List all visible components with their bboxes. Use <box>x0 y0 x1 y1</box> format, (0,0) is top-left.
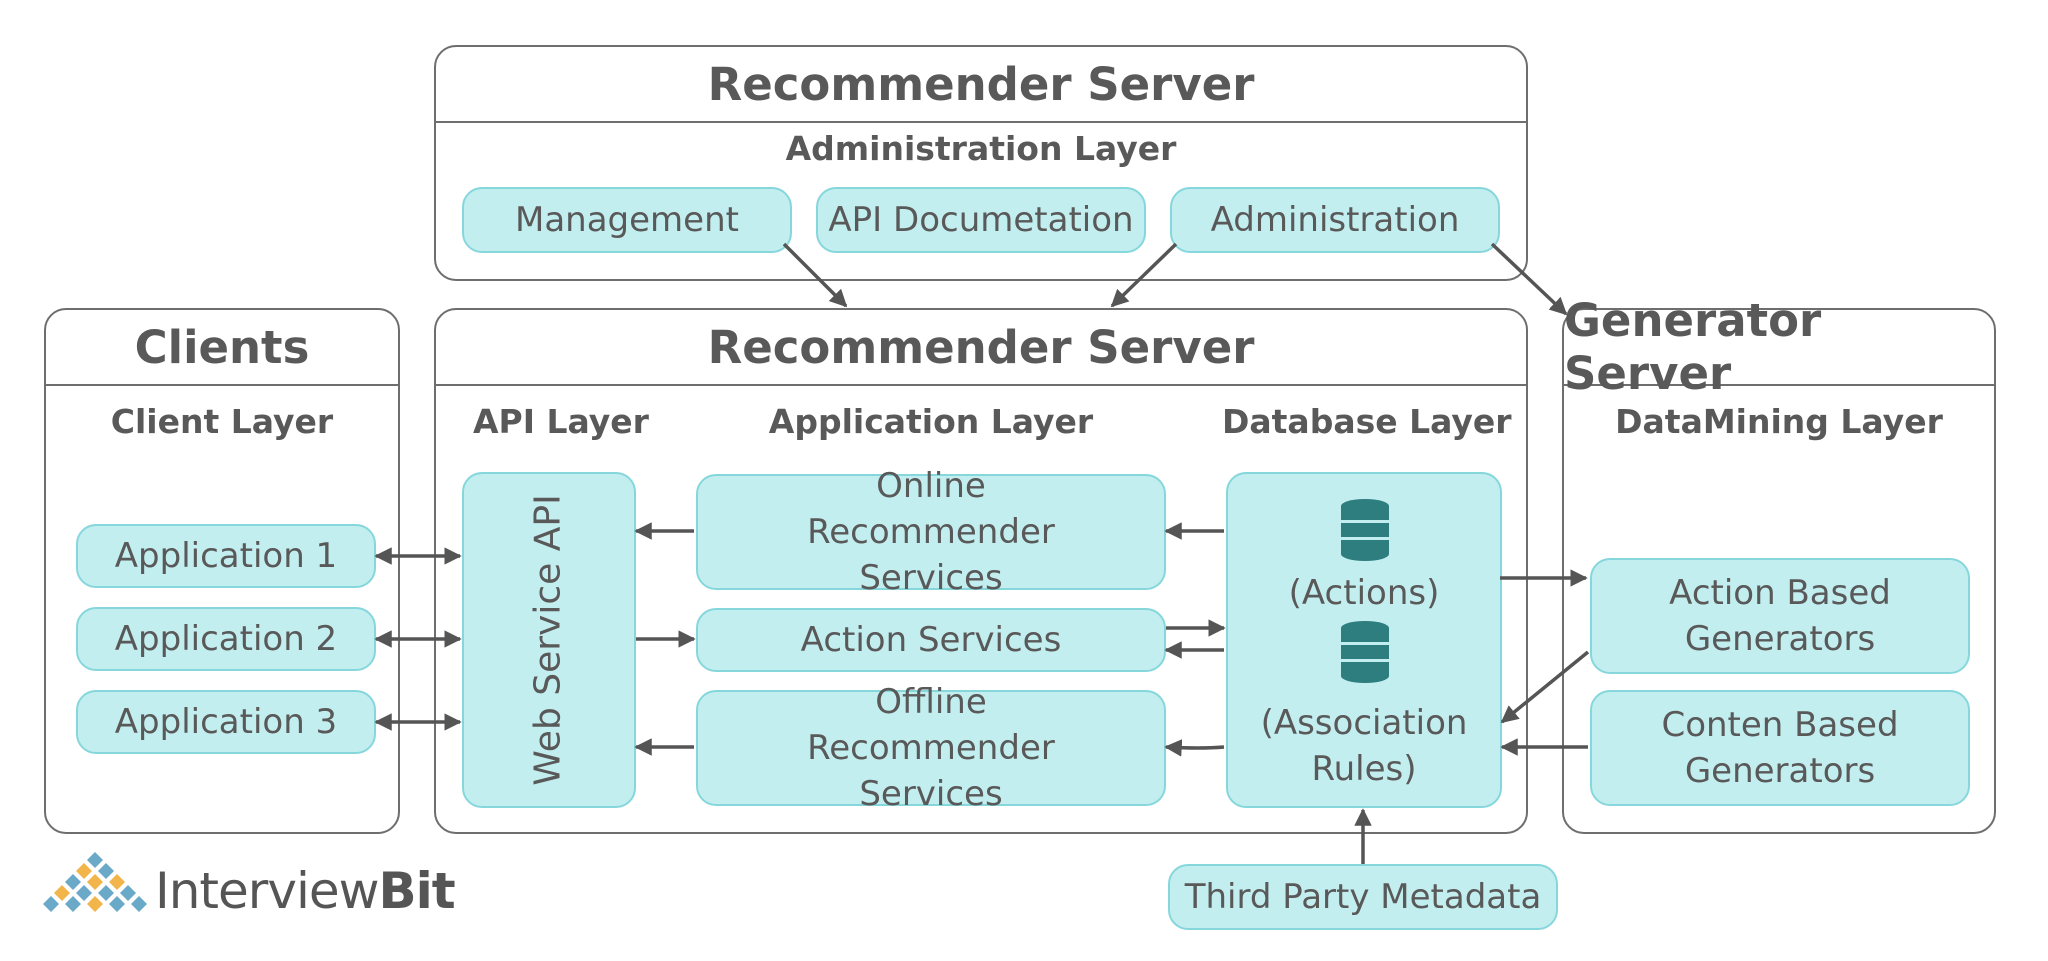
database-layer-label: Database Layer <box>1222 402 1512 441</box>
logo-text-part2: Bit <box>378 862 456 920</box>
arrow-db-to-offline <box>1164 739 1225 757</box>
third-party-metadata-box[interactable]: Third Party Metadata <box>1168 864 1558 930</box>
arrow-administration-to-generator <box>1490 242 1568 316</box>
generator-server-panel: Generator Server DataMining Layer Action… <box>1562 294 1996 834</box>
admin-server-panel: Recommender Server Administration Layer … <box>434 45 1528 281</box>
database-actions-icon <box>1341 499 1389 561</box>
main-server-title: Recommender Server <box>436 310 1526 386</box>
arrow-management-to-server <box>782 242 848 308</box>
main-server-panel: Recommender Server API Layer Application… <box>434 308 1528 834</box>
database-rules-icon <box>1341 621 1389 683</box>
management-box[interactable]: Management <box>462 187 792 253</box>
content-based-generators-box[interactable]: Conten Based Generators <box>1590 690 1970 806</box>
arrow-action-generators-to-db <box>1500 650 1590 724</box>
database-rules-label: (Association Rules) <box>1260 703 1468 789</box>
client-layer-label: Client Layer <box>110 402 334 441</box>
application-2-box[interactable]: Application 2 <box>76 607 376 671</box>
online-recommender-services-box[interactable]: Online Recommender Services <box>696 466 1166 598</box>
clients-panel: Clients Client Layer Application 1 Appli… <box>44 308 400 834</box>
clients-title: Clients <box>46 310 398 386</box>
interviewbit-logo-icon <box>43 852 147 912</box>
action-based-generators-box[interactable]: Action Based Generators <box>1590 558 1970 674</box>
admin-server-title: Recommender Server <box>436 47 1526 123</box>
datamining-layer-label: DataMining Layer <box>1615 402 1943 441</box>
api-documentation-box[interactable]: API Documetation <box>816 187 1146 253</box>
database-box[interactable]: (Actions) (Association Rules) <box>1226 472 1502 808</box>
web-service-api-box[interactable]: Web Service API <box>462 472 636 808</box>
application-3-box[interactable]: Application 3 <box>76 690 376 754</box>
application-layer-label: Application Layer <box>768 402 1094 441</box>
administration-box[interactable]: Administration <box>1170 187 1500 253</box>
api-layer-label: API Layer <box>473 402 649 441</box>
interviewbit-logo-text: InterviewBit <box>155 862 456 920</box>
administration-layer-label: Administration Layer <box>785 129 1177 168</box>
action-services-box[interactable]: Action Services <box>696 608 1166 672</box>
arrow-administration-to-server <box>1110 242 1178 308</box>
logo-text-part1: Interview <box>155 862 379 920</box>
database-actions-label: (Actions) <box>1288 573 1440 613</box>
